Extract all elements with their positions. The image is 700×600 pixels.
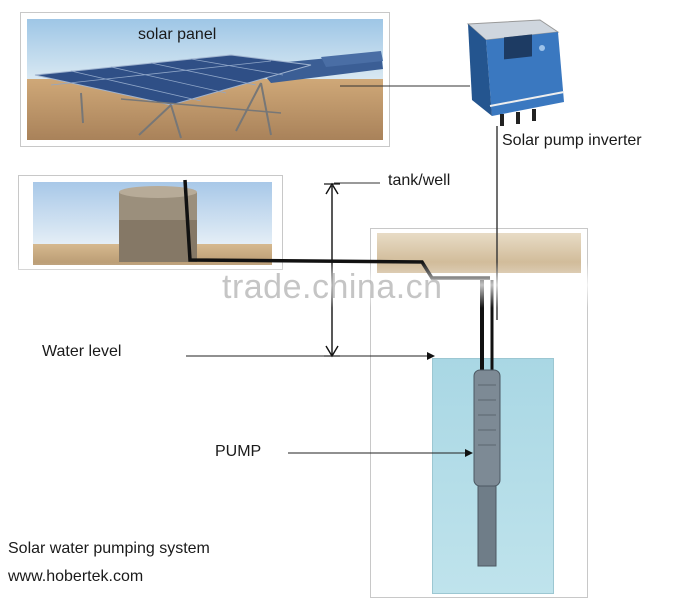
solar-panel-photo (20, 12, 390, 147)
inverter-label: Solar pump inverter (502, 132, 642, 149)
inverter-graphic (466, 19, 565, 126)
system-title: Solar water pumping system (8, 540, 210, 557)
pump-label: PUMP (215, 443, 262, 460)
water-tank-graphic (119, 186, 197, 262)
solar-array-graphic (34, 51, 383, 139)
watermark-band (18, 262, 588, 308)
watermark-text: trade.china.cn (222, 268, 443, 306)
website-text: www.hobertek.com (8, 568, 144, 585)
water-level-label: Water level (42, 343, 122, 360)
tank-well-label: tank/well (388, 172, 451, 189)
solar-pump-inverter (460, 18, 565, 128)
tank-photo (18, 175, 283, 270)
solar-panel-label: solar panel (138, 26, 217, 43)
pump-body (473, 369, 501, 567)
